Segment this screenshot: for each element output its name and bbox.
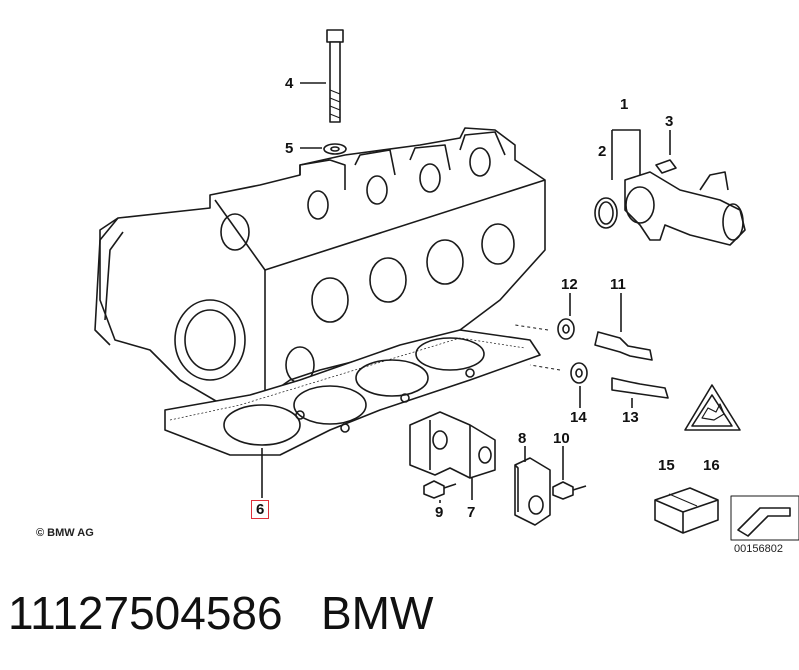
callout-11: 11 (610, 276, 626, 293)
sealing-ring-12 (557, 318, 575, 340)
hex-bolt-10 (552, 481, 587, 500)
temperature-sensor-13 (611, 377, 669, 399)
diagram-reference-number: 00156802 (734, 543, 783, 555)
callout-2: 2 (598, 143, 607, 160)
bracket (409, 411, 496, 479)
warning-label (684, 384, 741, 431)
part-caption: 11127504586 BMW (8, 586, 433, 640)
cylinder-head (94, 127, 546, 416)
sealing-ring-14 (570, 362, 588, 384)
part-number: 11127504586 (8, 587, 283, 639)
brand-name: BMW (320, 587, 434, 639)
hex-bolt-9 (423, 480, 457, 499)
package-box (654, 487, 719, 534)
reference-arrow-box (730, 495, 799, 541)
temperature-sensor-11 (594, 331, 653, 361)
coolant-flange (624, 171, 746, 246)
exploded-parts-diagram (94, 29, 799, 541)
screw-3 (655, 159, 677, 174)
callout-15: 15 (658, 457, 675, 474)
head-gasket (164, 329, 541, 456)
cylinder-head-bolt (326, 29, 344, 123)
callout-9: 9 (435, 504, 444, 521)
callout-5: 5 (285, 140, 294, 157)
callout-14: 14 (570, 409, 587, 426)
callout-7: 7 (467, 504, 476, 521)
callout-3: 3 (665, 113, 674, 130)
callout-1: 1 (620, 96, 629, 113)
callout-10: 10 (553, 430, 570, 447)
washer (323, 143, 347, 155)
callout-8: 8 (518, 430, 527, 447)
copyright-notice: © BMW AG (36, 527, 94, 539)
callout-6: 6 (251, 500, 270, 519)
callout-12: 12 (561, 276, 578, 293)
callout-4: 4 (285, 75, 294, 92)
callout-13: 13 (622, 409, 639, 426)
callout-16: 16 (703, 457, 720, 474)
lifting-plate (514, 457, 551, 526)
o-ring (594, 197, 618, 229)
